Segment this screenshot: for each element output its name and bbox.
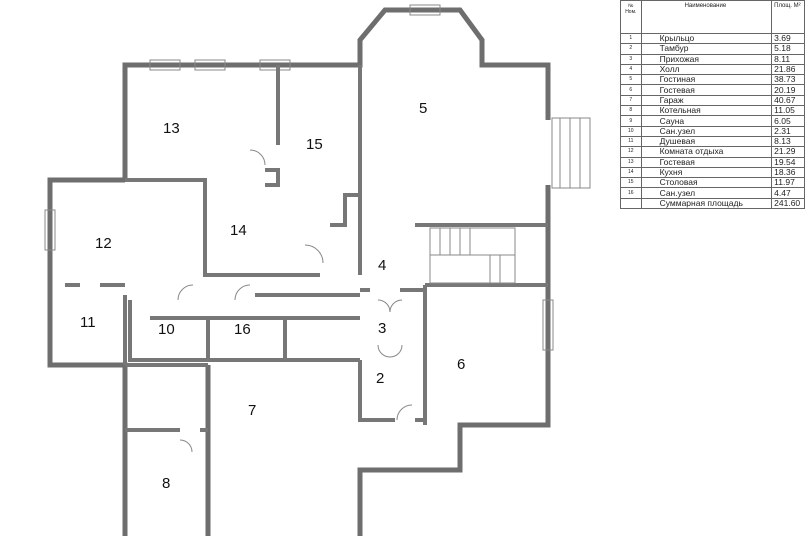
row-area: 11.97 bbox=[771, 177, 805, 189]
room-label-8: 8 bbox=[162, 475, 170, 492]
row-name: Гостевая bbox=[640, 84, 773, 96]
row-number: 9 bbox=[620, 115, 642, 127]
doors bbox=[177, 149, 413, 453]
row-area: 8.13 bbox=[771, 135, 805, 148]
room-labels: 2 3 4 5 6 7 8 10 11 12 13 14 15 16 bbox=[80, 100, 465, 492]
row-number: 15 bbox=[620, 177, 642, 189]
row-area: 11.05 bbox=[771, 105, 805, 117]
room-label-2: 2 bbox=[376, 370, 384, 387]
windows bbox=[44, 4, 554, 351]
room-label-5: 5 bbox=[419, 100, 427, 117]
header-name: Наименование bbox=[640, 0, 773, 34]
room-label-15: 15 bbox=[306, 136, 323, 153]
room-label-3: 3 bbox=[378, 320, 386, 337]
row-area: 5.18 bbox=[771, 43, 805, 55]
row-number: 8 bbox=[620, 105, 642, 117]
stairs bbox=[429, 227, 516, 284]
row-area: 20.19 bbox=[771, 84, 805, 96]
row-name: Душевая bbox=[640, 135, 773, 148]
row-area: 40.67 bbox=[771, 94, 805, 107]
room-label-13: 13 bbox=[163, 120, 180, 137]
row-number: 13 bbox=[620, 156, 642, 168]
porch bbox=[551, 117, 591, 189]
row-area: 2.31 bbox=[771, 125, 805, 137]
row-number: 14 bbox=[620, 166, 642, 179]
total-area: 241.60 bbox=[771, 197, 805, 210]
row-number: 7 bbox=[620, 94, 642, 107]
room-label-11: 11 bbox=[80, 314, 96, 331]
row-number: 1 bbox=[620, 32, 642, 45]
row-number: 2 bbox=[620, 43, 642, 55]
row-number: 6 bbox=[620, 84, 642, 96]
row-name: Гостиная bbox=[640, 74, 773, 86]
row-number: 11 bbox=[620, 135, 642, 148]
row-name: Столовая bbox=[640, 177, 773, 189]
row-name: Комната отдыха bbox=[640, 146, 773, 158]
row-number: 16 bbox=[620, 187, 642, 199]
row-name: Гараж bbox=[640, 94, 773, 107]
row-name: Кухня bbox=[640, 166, 773, 179]
row-number: 5 bbox=[620, 74, 642, 86]
row-area: 38.73 bbox=[771, 74, 805, 86]
row-name: Холл bbox=[640, 63, 773, 76]
row-area: 21.29 bbox=[771, 146, 805, 158]
row-name: Гостевая bbox=[640, 156, 773, 168]
room-label-6: 6 bbox=[457, 356, 465, 373]
header-number: № Ном. bbox=[620, 0, 642, 34]
row-area: 6.05 bbox=[771, 115, 805, 127]
row-name: Прихожая bbox=[640, 53, 773, 65]
row-area: 18.36 bbox=[771, 166, 805, 179]
header-area: Площ. М² bbox=[771, 0, 805, 34]
row-number: 12 bbox=[620, 146, 642, 158]
row-number: 3 bbox=[620, 53, 642, 65]
row-area: 19.54 bbox=[771, 156, 805, 168]
row-name: Сан.узел bbox=[640, 125, 773, 137]
room-label-10: 10 bbox=[158, 321, 175, 338]
table-total-row: Суммарная площадь 241.60 bbox=[620, 197, 805, 210]
row-name: Котельная bbox=[640, 105, 773, 117]
room-label-12: 12 bbox=[95, 235, 112, 252]
table-header: № Ном. Наименование Площ. М² bbox=[620, 0, 805, 34]
total-label: Суммарная площадь bbox=[640, 197, 773, 210]
row-name: Крыльцо bbox=[640, 32, 773, 45]
row-name: Тамбур bbox=[640, 43, 773, 55]
room-label-16: 16 bbox=[234, 321, 251, 338]
row-number: 4 bbox=[620, 63, 642, 76]
interior-walls bbox=[65, 65, 548, 432]
room-label-4: 4 bbox=[378, 257, 386, 274]
row-area: 8.11 bbox=[771, 53, 805, 65]
row-area: 4.47 bbox=[771, 187, 805, 199]
row-name: Сан.узел bbox=[640, 187, 773, 199]
row-area: 3.69 bbox=[771, 32, 805, 45]
room-label-7: 7 bbox=[248, 402, 256, 419]
row-name: Сауна bbox=[640, 115, 773, 127]
row-area: 21.86 bbox=[771, 63, 805, 76]
room-label-14: 14 bbox=[230, 222, 247, 239]
row-number: 10 bbox=[620, 125, 642, 137]
outer-walls bbox=[47, 7, 551, 536]
